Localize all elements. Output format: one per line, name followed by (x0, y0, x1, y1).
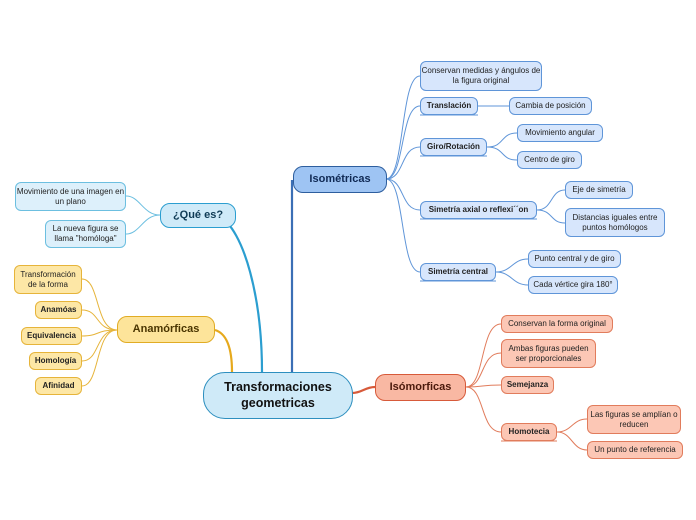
simetria-axial-child-eje[interactable]: Eje de simetría (565, 181, 633, 199)
link-root-que-es (217, 214, 264, 373)
link-root-anamorficas (214, 328, 234, 373)
simetria-axial-child-distancias[interactable]: Distancias iguales entre puntos homólogo… (565, 208, 665, 237)
isometricas-item-simetria-axial[interactable]: Simetría axial o reflexi´´on (420, 201, 537, 219)
isometricas-item-translacion[interactable]: Translación (420, 97, 478, 115)
que-es-item-homologa[interactable]: La nueva figura se llama "homóloga" (45, 220, 126, 248)
root-label: Transformaciones geometricas (224, 379, 332, 410)
links-isomorficas (465, 323, 588, 451)
topic-isomorficas-label: Isómorficas (389, 380, 452, 393)
links-isometricas (385, 75, 566, 286)
isomorficas-item-proporcionales[interactable]: Ambas figuras pueden ser proporcionales (501, 339, 596, 368)
giro-child-movimiento[interactable]: Movimiento angular (517, 124, 603, 142)
topic-que-es[interactable]: ¿Qué es? (160, 203, 236, 228)
anamorficas-item-transformacion[interactable]: Transformación de la forma (14, 265, 82, 294)
anamorficas-item-afinidad[interactable]: Afinidad (35, 377, 82, 395)
isometricas-item-conservan[interactable]: Conservan medidas y ángulos de la figura… (420, 61, 542, 91)
anamorficas-item-equivalencia[interactable]: Equivalencia (21, 327, 82, 345)
simetria-central-child-punto[interactable]: Punto central y de giro (528, 250, 621, 268)
links-anamorficas (81, 278, 118, 387)
isomorficas-item-semejanza[interactable]: Semejanza (501, 376, 554, 394)
topic-anamorficas[interactable]: Anamórficas (117, 316, 215, 343)
translacion-child-cambia[interactable]: Cambia de posición (509, 97, 592, 115)
link-root-isomorficas (351, 385, 376, 395)
homotecia-child-amplian[interactable]: Las figuras se amplían o reducen (587, 405, 681, 434)
topic-isometricas[interactable]: Isométricas (293, 166, 387, 193)
simetria-central-child-vertice[interactable]: Cada vértice gira 180° (528, 276, 618, 294)
homotecia-child-punto-referencia[interactable]: Un punto de referencia (587, 441, 683, 459)
isomorficas-item-conservan[interactable]: Conservan la forma original (501, 315, 613, 333)
anamorficas-item-homologia[interactable]: Homología (29, 352, 82, 370)
giro-child-centro[interactable]: Centro de giro (517, 151, 582, 169)
isomorficas-item-homotecia[interactable]: Homotecia (501, 423, 557, 441)
isometricas-item-giro[interactable]: Giro/Rotación (420, 138, 487, 156)
links-que-es (125, 195, 161, 235)
topic-isomorficas[interactable]: Isómorficas (375, 374, 466, 401)
anamorficas-item-anamoas[interactable]: Anamóas (35, 301, 82, 319)
root-node[interactable]: Transformaciones geometricas (203, 372, 353, 419)
topic-isometricas-label: Isométricas (309, 172, 371, 185)
topic-que-es-label: ¿Qué es? (172, 208, 224, 221)
isometricas-item-simetria-central[interactable]: Simetría central (420, 263, 496, 281)
topic-anamorficas-label: Anamórficas (132, 322, 200, 335)
que-es-item-movimiento[interactable]: Movimiento de una imagen en un plano (15, 182, 126, 211)
